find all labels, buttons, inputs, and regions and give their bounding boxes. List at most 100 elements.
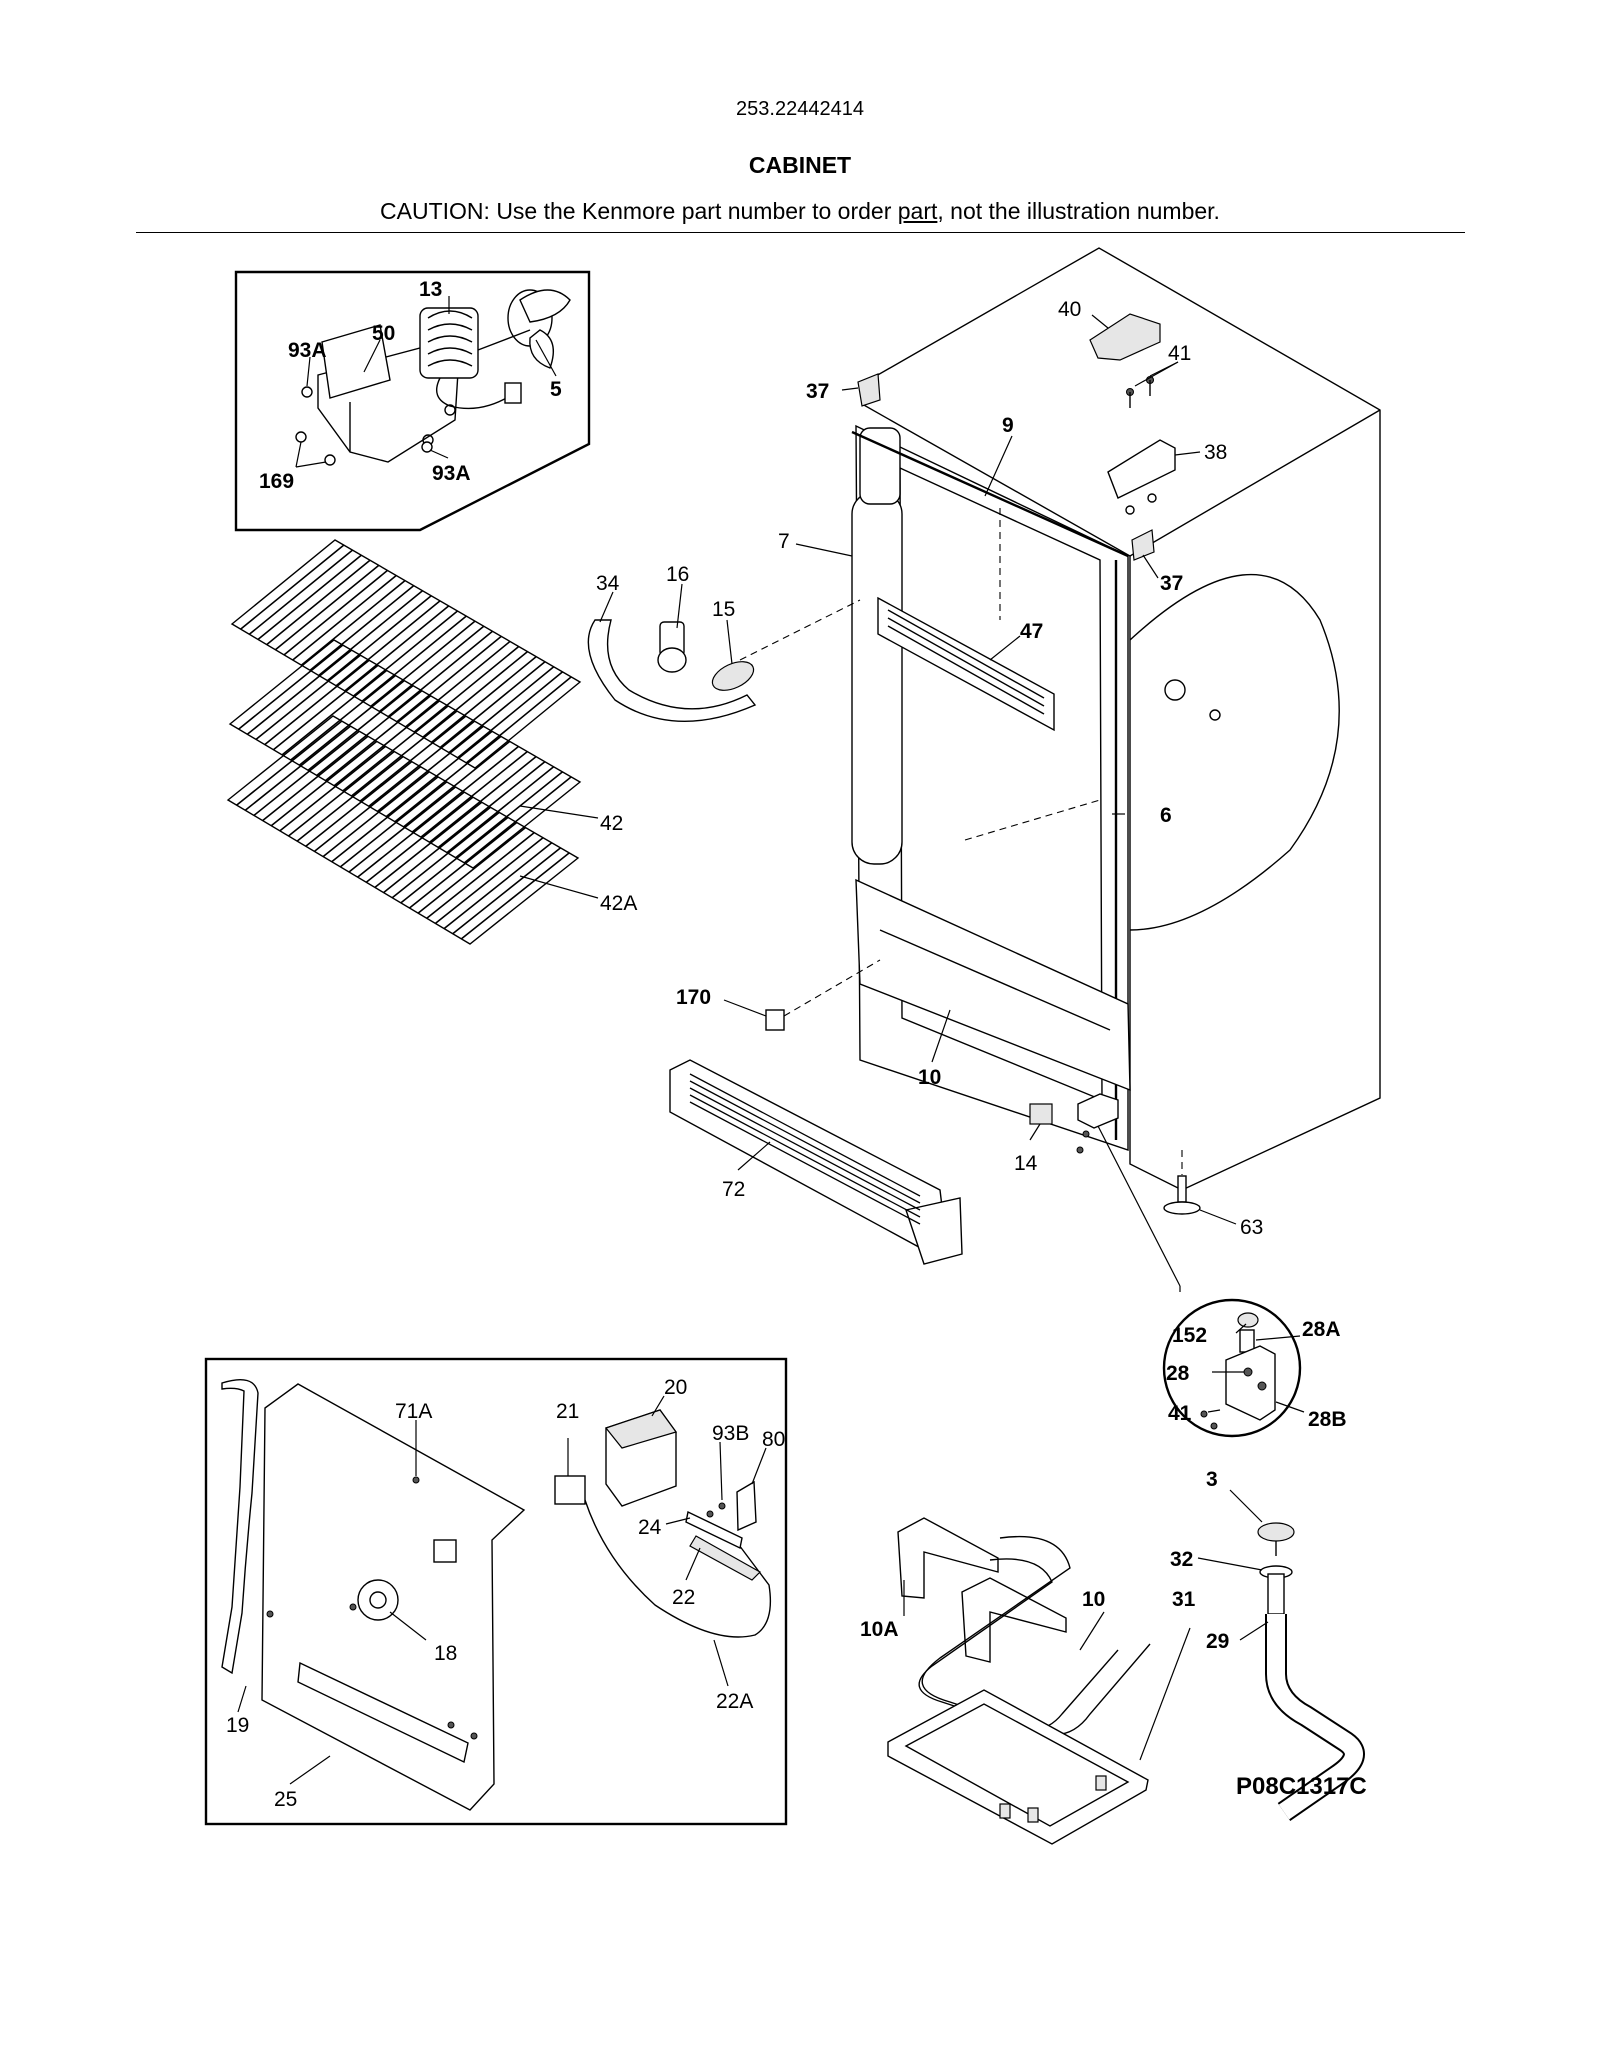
- shelf-wire: [331, 776, 439, 863]
- shelf-wire: [339, 781, 448, 868]
- shelf-wire: [460, 852, 570, 940]
- shelf-wire: [305, 761, 413, 847]
- callout-19: 19: [226, 1714, 249, 1737]
- shelf-wire: [244, 725, 351, 811]
- model-number: 253.22442414: [736, 98, 864, 120]
- shelf-wire: [270, 740, 378, 827]
- shelf-wire: [387, 630, 494, 718]
- shelf-wire: [333, 700, 440, 787]
- callout-37: 37: [806, 380, 829, 403]
- callout-22A: 22A: [716, 1690, 753, 1713]
- callout-15: 15: [712, 598, 735, 621]
- callout-170: 170: [676, 986, 711, 1009]
- shelf-wire: [370, 620, 476, 707]
- shelf-wire: [377, 725, 484, 813]
- shelf-wire: [374, 801, 483, 889]
- callout-37-right: 37: [1160, 572, 1183, 595]
- shelf-wire: [255, 654, 361, 741]
- callout-71A: 71A: [395, 1400, 432, 1423]
- shelf-wire: [236, 720, 343, 806]
- callout-169: 169: [259, 470, 294, 493]
- shelf-wire: [396, 635, 502, 723]
- callout-34: 34: [596, 572, 620, 595]
- shelf-wire: [272, 664, 379, 751]
- shelf-wire: [385, 730, 493, 818]
- callout-7: 7: [778, 530, 790, 553]
- shelf-wire: [405, 640, 511, 728]
- shelf-wires: [236, 544, 572, 940]
- callout-10: 10: [918, 1066, 941, 1089]
- shelf-wire: [455, 771, 563, 859]
- callout-14: 14: [1014, 1152, 1038, 1175]
- shelf-wire: [429, 756, 537, 843]
- shelf-wire: [279, 745, 386, 832]
- shelf-wire: [342, 705, 449, 792]
- shelf-wire: [446, 766, 555, 854]
- diagram-code: P08C1317C: [1236, 1773, 1367, 1800]
- shelf-wire: [448, 666, 555, 754]
- shelf-wire: [409, 821, 518, 909]
- callout-5: 5: [550, 378, 562, 401]
- shelf-wire: [463, 776, 572, 864]
- callout-24: 24: [638, 1516, 662, 1539]
- shelf-wire: [365, 796, 474, 883]
- callout-42A: 42A: [600, 892, 637, 915]
- shelf-wire: [326, 595, 432, 682]
- callout-93A: 93A: [288, 339, 327, 362]
- grille-slot: [689, 1073, 921, 1197]
- callout-38: 38: [1204, 441, 1227, 464]
- shelf-wire: [307, 685, 414, 771]
- shelf-wire: [298, 679, 405, 766]
- shelf-wire: [452, 847, 561, 935]
- kick-plate-grille: [689, 1073, 921, 1225]
- callout-40: 40: [1058, 298, 1081, 321]
- shelf-wire: [238, 644, 344, 730]
- hinge-detail-circle: [1162, 1298, 1305, 1438]
- shelf-wire: [457, 671, 564, 759]
- callout-72: 72: [722, 1178, 745, 1201]
- shelf-wire: [324, 695, 432, 782]
- defrost-heater-assembly: [887, 1517, 1191, 1845]
- callout-22: 22: [672, 1586, 695, 1609]
- shelf-wire: [422, 650, 529, 738]
- shelf-wire: [350, 710, 458, 797]
- lower-hinge-and-switch: [1029, 1093, 1181, 1292]
- shelf-wire: [309, 585, 415, 671]
- shelf-wire: [292, 574, 397, 661]
- callout-28B: 28B: [1308, 1408, 1347, 1431]
- callout-28: 28: [1166, 1362, 1190, 1385]
- shelf-wire: [379, 625, 485, 713]
- shelf-wire: [431, 656, 537, 743]
- evaporator-cover-inset: [204, 1357, 788, 1826]
- clip-170: [765, 1009, 785, 1031]
- callout-20: 20: [664, 1376, 687, 1399]
- shelf-wire: [417, 826, 526, 914]
- grille-slot: [689, 1094, 921, 1218]
- callout-80: 80: [762, 1428, 785, 1451]
- leveling-leg: [1163, 1150, 1237, 1225]
- callout-3: 3: [1206, 1468, 1218, 1491]
- shelf-wire: [352, 610, 459, 697]
- shelf-wire: [368, 720, 476, 807]
- callout-18: 18: [434, 1642, 457, 1665]
- light-assembly: [587, 583, 861, 723]
- shelf-wire: [437, 761, 546, 849]
- callout-16: 16: [666, 563, 689, 586]
- callout-63: 63: [1240, 1216, 1263, 1239]
- shelf-wire: [290, 674, 397, 761]
- callout-32: 32: [1170, 1548, 1193, 1571]
- drain-parts: [1197, 1489, 1365, 1822]
- shelf-wire: [344, 605, 450, 692]
- callout-47: 47: [1020, 620, 1043, 643]
- callout-21: 21: [556, 1400, 579, 1423]
- shelf-wire: [257, 554, 362, 641]
- grille-slot: [689, 1080, 921, 1204]
- shelf-wire: [264, 659, 370, 746]
- shelf-wire: [248, 549, 354, 635]
- cabinet-body: [851, 247, 1381, 1191]
- callout-31: 31: [1172, 1588, 1196, 1611]
- callout-29: 29: [1206, 1630, 1229, 1653]
- callout-10-heater: 10: [1082, 1588, 1105, 1611]
- shelf-wire: [413, 645, 520, 733]
